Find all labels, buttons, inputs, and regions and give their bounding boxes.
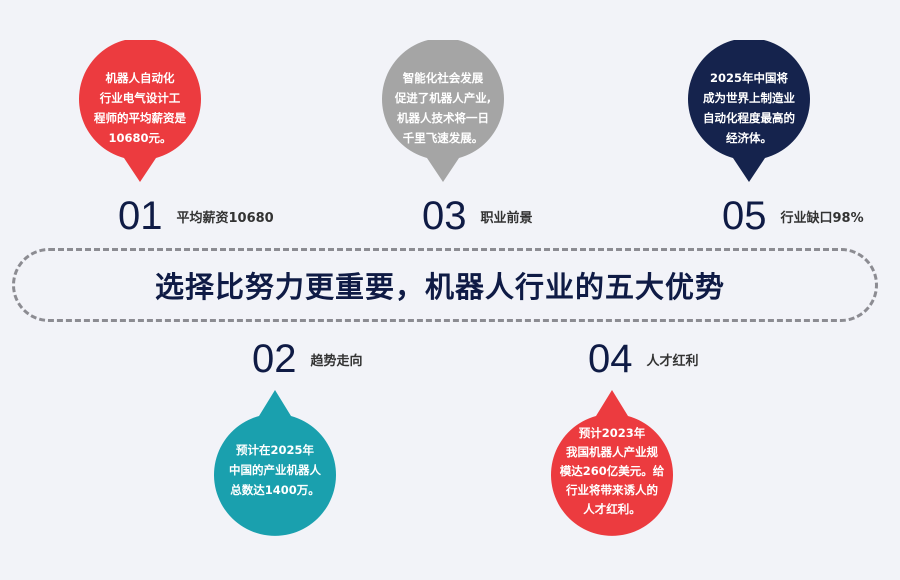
- item-caption: 行业缺口98%: [780, 211, 864, 226]
- speech-bubble-shape: [551, 390, 673, 536]
- bubble-text: 机器人自动化 行业电气设计工 程师的平均薪资是 10680元。: [94, 71, 186, 145]
- speech-bubble-shape: [688, 40, 810, 182]
- speech-bubble-shape: [214, 390, 336, 536]
- page-title: 选择比努力更重要，机器人行业的五大优势: [154, 270, 725, 304]
- item-caption: 趋势走向: [310, 354, 363, 369]
- item-caption: 平均薪资10680: [176, 211, 274, 226]
- item-number: 01: [118, 194, 163, 238]
- speech-bubble-shape: [79, 40, 201, 182]
- item-caption: 人才红利: [646, 354, 699, 369]
- bubble-text: 预计2023年 我国机器人产业规 模达260亿美元。给 行业将带来诱人的 人才红…: [559, 426, 665, 516]
- bubble-02-trend: 预计在2025年 中国的产业机器人 总数达1400万。: [213, 388, 337, 538]
- label-03: 03 职业前景: [422, 194, 533, 239]
- dashed-title-frame: [12, 248, 878, 322]
- bubble-03-prospect: 智能化社会发展 促进了机器人产业, 机器人技术将一日 千里飞速发展。: [381, 40, 505, 190]
- label-05: 05 行业缺口98%: [722, 194, 864, 239]
- label-04: 04 人才红利: [588, 337, 699, 382]
- item-number: 03: [422, 194, 467, 238]
- item-caption: 职业前景: [480, 211, 533, 226]
- bubble-text: 智能化社会发展 促进了机器人产业, 机器人技术将一日 千里飞速发展。: [394, 71, 492, 145]
- label-02: 02 趋势走向: [252, 337, 363, 382]
- item-number: 04: [588, 337, 633, 381]
- item-number: 05: [722, 194, 767, 238]
- bubble-04-talent: 预计2023年 我国机器人产业规 模达260亿美元。给 行业将带来诱人的 人才红…: [550, 388, 674, 538]
- speech-bubble-shape: [382, 40, 504, 182]
- item-number: 02: [252, 337, 297, 381]
- bubble-text: 预计在2025年 中国的产业机器人 总数达1400万。: [229, 443, 321, 497]
- bubble-05-gap: 2025年中国将 成为世界上制造业 自动化程度最高的 经济体。: [687, 40, 811, 190]
- label-01: 01 平均薪资10680: [118, 194, 274, 239]
- bubble-text: 2025年中国将 成为世界上制造业 自动化程度最高的 经济体。: [703, 71, 795, 145]
- bubble-01-salary: 机器人自动化 行业电气设计工 程师的平均薪资是 10680元。: [78, 40, 202, 190]
